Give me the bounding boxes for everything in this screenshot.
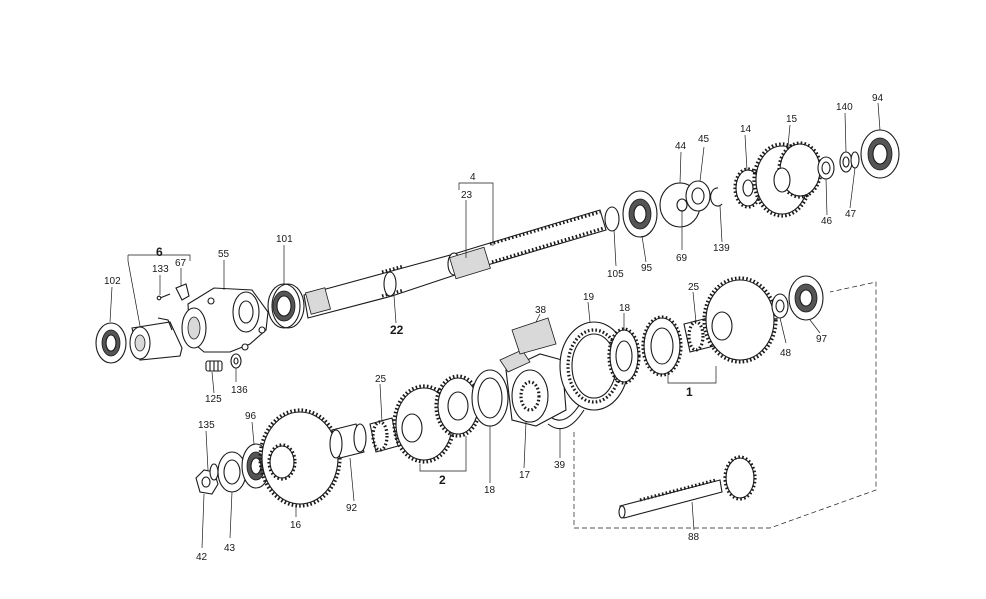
ring-18-upper	[607, 327, 641, 385]
callout-labels: 102 6 133 67 55 101 4 23 22 105 95 44 45…	[104, 93, 884, 563]
callout-67: 67	[175, 258, 187, 269]
callout-95: 95	[641, 263, 653, 274]
callout-18-lower: 18	[484, 485, 496, 496]
callout-25-upper: 25	[688, 282, 700, 293]
callout-96: 96	[245, 411, 257, 422]
callout-139: 139	[713, 243, 730, 254]
spacer-46	[817, 156, 835, 180]
callout-105: 105	[607, 269, 624, 280]
ring-45	[685, 180, 711, 212]
callout-55: 55	[218, 249, 230, 260]
callout-135: 135	[198, 420, 215, 431]
callout-44: 44	[675, 141, 687, 152]
main-shaft-22	[303, 209, 607, 319]
clip-67	[175, 283, 190, 301]
callout-92: 92	[346, 503, 358, 514]
bearing-95	[622, 190, 658, 238]
callout-17: 17	[519, 470, 531, 481]
callout-25-lower: 25	[375, 374, 387, 385]
shift-fork-38	[511, 317, 557, 355]
leader-lines	[109, 102, 881, 549]
callout-88: 88	[688, 532, 700, 543]
ring-47	[850, 151, 860, 169]
callout-1: 1	[686, 385, 693, 399]
callout-19: 19	[583, 292, 595, 303]
callout-101: 101	[276, 234, 293, 245]
gear-set-1	[641, 315, 683, 377]
bearing-94	[860, 129, 900, 179]
callout-136: 136	[231, 385, 248, 396]
bearing-97	[788, 275, 824, 321]
callout-14: 14	[740, 124, 752, 135]
callout-6: 6	[156, 245, 163, 259]
callout-42: 42	[196, 552, 208, 563]
callout-2: 2	[439, 473, 446, 487]
gear-large-lower	[702, 276, 778, 364]
countershaft-frame	[573, 281, 877, 529]
gear-14	[733, 167, 763, 209]
gear-set-2	[392, 374, 482, 464]
ring-18-lower	[471, 369, 509, 427]
ring-43	[217, 451, 247, 493]
callout-97: 97	[816, 334, 828, 345]
callout-18-upper: 18	[619, 303, 631, 314]
callout-4: 4	[470, 172, 476, 183]
callout-140: 140	[836, 102, 853, 113]
collar-6	[129, 317, 183, 361]
shift-fork-39	[547, 403, 585, 430]
callout-43: 43	[224, 543, 236, 554]
hub-17	[499, 349, 567, 427]
callout-102: 102	[104, 276, 121, 287]
bearing-101	[267, 283, 305, 329]
seal-102	[95, 322, 127, 364]
pin-133	[156, 293, 171, 301]
countershaft-88	[618, 455, 757, 519]
bush-92	[329, 423, 367, 459]
callout-23: 23	[461, 190, 473, 201]
callout-46: 46	[821, 216, 833, 227]
callout-48: 48	[780, 348, 792, 359]
washer-135	[209, 463, 219, 481]
callout-125: 125	[205, 394, 222, 405]
callout-39: 39	[554, 460, 566, 471]
gear-16	[258, 408, 342, 508]
ring-105	[604, 206, 620, 232]
spacer-48	[771, 293, 789, 319]
bolt-125	[205, 360, 223, 372]
callout-16: 16	[290, 520, 302, 531]
housing-55	[181, 287, 269, 353]
circlip-139	[710, 187, 723, 207]
washer-136	[230, 353, 242, 369]
ring-140	[839, 151, 853, 173]
callout-47: 47	[845, 209, 857, 220]
gear-15	[752, 141, 823, 218]
callout-69: 69	[676, 253, 688, 264]
callout-94: 94	[872, 93, 884, 104]
callout-22: 22	[390, 323, 404, 337]
callout-45: 45	[698, 134, 710, 145]
callout-15: 15	[786, 114, 798, 125]
callout-38: 38	[535, 305, 547, 316]
callout-133: 133	[152, 264, 169, 275]
